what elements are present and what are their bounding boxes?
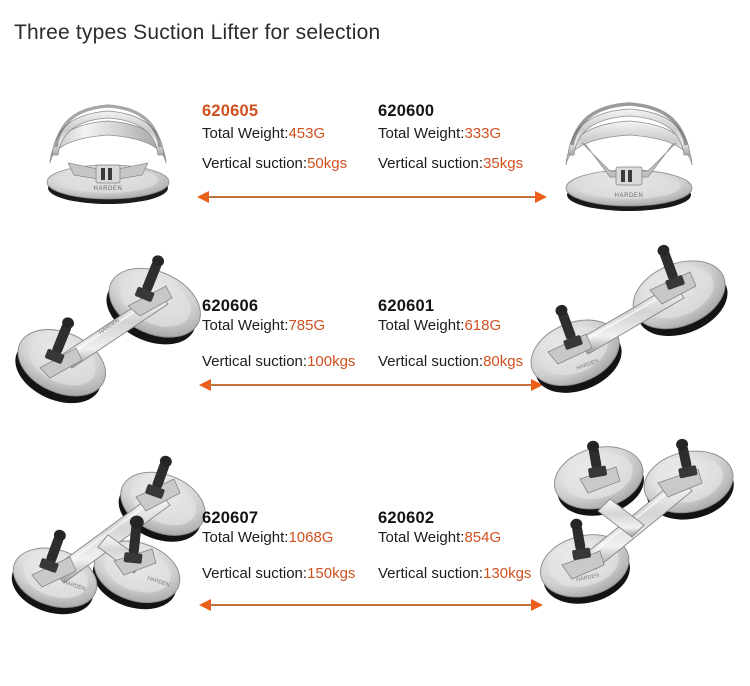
total-weight-line: Total Weight:1068G — [202, 530, 355, 546]
total-weight-label: Total Weight: — [378, 317, 465, 335]
svg-text:HARDEN: HARDEN — [94, 186, 123, 192]
vertical-suction-line: Vertical suction:50kgs — [202, 156, 347, 172]
arrow-head-left-icon — [197, 191, 209, 203]
vertical-suction-line: Vertical suction:130kgs — [378, 566, 531, 582]
vertical-suction-line: Vertical suction:100kgs — [202, 354, 355, 370]
comparison-arrow — [199, 378, 543, 392]
total-weight-line: Total Weight:854G — [378, 530, 531, 546]
total-weight-value: 453G — [288, 125, 326, 143]
total-weight-label: Total Weight: — [202, 529, 289, 547]
vertical-suction-value: 50kgs — [307, 155, 348, 173]
model-number: 620600 — [378, 102, 435, 120]
triple-cup-suction-lifter-icon: HARDEN — [540, 438, 734, 604]
arrow-shaft — [208, 384, 534, 387]
vertical-suction-value: 80kgs — [483, 353, 524, 371]
page-title: Three types Suction Lifter for selection — [14, 21, 381, 44]
vertical-suction-label: Vertical suction: — [202, 353, 308, 371]
total-weight-line: Total Weight:618G — [378, 318, 523, 334]
total-weight-label: Total Weight: — [378, 529, 465, 547]
product-photo-620601: HARDEN — [530, 244, 732, 393]
arrow-shaft — [206, 196, 538, 199]
product-photo-620605: HARDEN — [22, 89, 194, 207]
spec-block-620605: 620605 Total Weight:453G Vertical suctio… — [202, 102, 347, 172]
single-cup-suction-lifter-icon: HARDEN — [565, 102, 693, 211]
model-number: 620602 — [378, 509, 435, 527]
product-comparison-row: HARDEN 620605 Total Weight:453G Vertical… — [0, 85, 750, 220]
vertical-suction-value: 150kgs — [307, 565, 356, 583]
product-photo-620600: HARDEN — [540, 85, 718, 213]
vertical-suction-line: Vertical suction:80kgs — [378, 354, 523, 370]
total-weight-value: 618G — [464, 317, 502, 335]
spec-block-620607: 620607 Total Weight:1068G Vertical sucti… — [202, 509, 355, 582]
arrow-head-left-icon — [199, 379, 211, 391]
arrow-shaft — [208, 604, 534, 607]
product-photo-620602: HARDEN — [532, 437, 746, 607]
arrow-head-left-icon — [199, 599, 211, 611]
vertical-suction-label: Vertical suction: — [378, 353, 484, 371]
product-photo-620606: HARDEN — [15, 244, 206, 404]
vertical-suction-label: Vertical suction: — [202, 155, 308, 173]
vertical-suction-line: Vertical suction:35kgs — [378, 156, 523, 172]
arrow-head-right-icon — [535, 191, 547, 203]
total-weight-line: Total Weight:453G — [202, 126, 347, 142]
svg-text:HARDEN: HARDEN — [576, 573, 600, 584]
spec-block-620601: 620601 Total Weight:618G Vertical suctio… — [378, 297, 523, 370]
product-comparison-row: HARDEN HARDEN 620607 Total Weight:1068G … — [0, 435, 750, 620]
total-weight-value: 1068G — [288, 529, 334, 547]
total-weight-value: 854G — [464, 529, 502, 547]
model-number: 620601 — [378, 297, 435, 315]
model-number: 620607 — [202, 509, 259, 527]
model-number: 620605 — [202, 102, 259, 120]
vertical-suction-value: 130kgs — [483, 565, 532, 583]
vertical-suction-label: Vertical suction: — [378, 565, 484, 583]
spec-block-620600: 620600 Total Weight:333G Vertical suctio… — [378, 102, 523, 172]
vertical-suction-value: 35kgs — [483, 155, 524, 173]
double-cup-suction-lifter-icon: HARDEN — [15, 255, 201, 404]
total-weight-line: Total Weight:333G — [378, 126, 523, 142]
triple-cup-suction-lifter-icon: HARDEN HARDEN — [11, 455, 206, 615]
spec-block-620606: 620606 Total Weight:785G Vertical suctio… — [202, 297, 355, 370]
vertical-suction-label: Vertical suction: — [378, 155, 484, 173]
arrow-head-right-icon — [531, 599, 543, 611]
vertical-suction-label: Vertical suction: — [202, 565, 308, 583]
total-weight-value: 785G — [288, 317, 326, 335]
svg-text:HARDEN: HARDEN — [615, 193, 644, 199]
product-comparison-row: HARDEN 620606 Total Weight:785G Vertical… — [0, 240, 750, 404]
single-cup-suction-lifter-icon: HARDEN — [46, 104, 170, 204]
product-photo-620607: HARDEN HARDEN — [11, 455, 212, 617]
vertical-suction-line: Vertical suction:150kgs — [202, 566, 355, 582]
total-weight-line: Total Weight:785G — [202, 318, 355, 334]
comparison-arrow — [197, 190, 547, 204]
total-weight-label: Total Weight: — [202, 317, 289, 335]
spec-block-620602: 620602 Total Weight:854G Vertical suctio… — [378, 509, 531, 582]
model-number: 620606 — [202, 297, 259, 315]
total-weight-label: Total Weight: — [378, 125, 465, 143]
total-weight-label: Total Weight: — [202, 125, 289, 143]
comparison-arrow — [199, 598, 543, 612]
total-weight-value: 333G — [464, 125, 502, 143]
vertical-suction-value: 100kgs — [307, 353, 356, 371]
double-cup-suction-lifter-icon: HARDEN — [530, 244, 728, 393]
